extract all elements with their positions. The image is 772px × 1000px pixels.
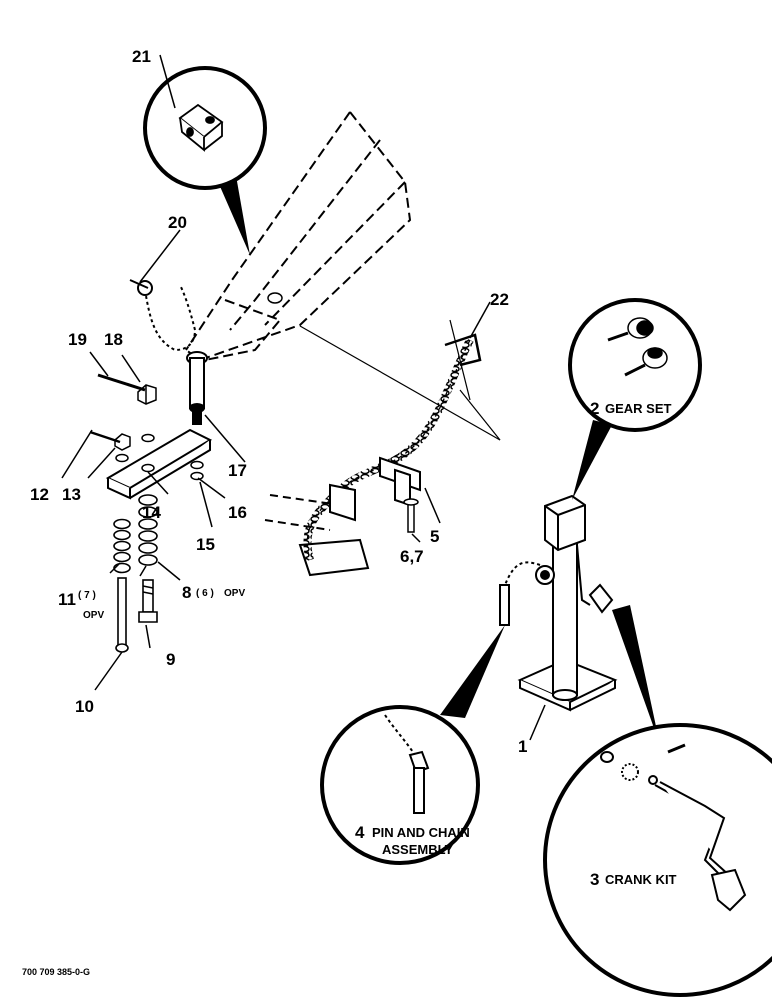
- callout-14: 14: [142, 503, 161, 522]
- callout-6-7: 6,7: [400, 547, 424, 566]
- pin-icon: [408, 750, 430, 814]
- callout-1: 1: [518, 737, 527, 756]
- callout-16: 16: [228, 503, 247, 522]
- callout-19: 19: [68, 330, 87, 349]
- leader-lines: [61, 54, 546, 741]
- callout-22: 22: [490, 290, 509, 309]
- callout-21: 21: [132, 47, 151, 66]
- chain-clamp-5: [329, 456, 421, 522]
- callout-20: 20: [168, 213, 187, 232]
- detail-captions: 2 GEAR SET 4 PIN AND CHAIN ASSEMBLY 3 CR…: [355, 399, 677, 889]
- callout-13: 13: [62, 485, 81, 504]
- callout-10: 10: [75, 697, 94, 716]
- callout-8-opv: OPV: [224, 588, 245, 599]
- bolt-9: [138, 579, 158, 623]
- callout-3: 3: [590, 870, 599, 889]
- pin-chain-caption-line1: PIN AND CHAIN: [372, 825, 470, 840]
- nut-13: [114, 433, 131, 451]
- crank-icon: [600, 743, 747, 912]
- detail-circle-21: [143, 66, 267, 255]
- cotter-pin-12: [89, 430, 121, 444]
- callout-4: 4: [355, 823, 365, 842]
- callout-12: 12: [30, 485, 49, 504]
- drawbar-plate-14: [105, 428, 213, 500]
- callout-8: 8: [182, 583, 191, 602]
- cotter-pin-19: [97, 373, 146, 392]
- callout-11-opv: OPV: [83, 610, 104, 621]
- detail-circle-4: [320, 625, 505, 865]
- callout-11-qty: ( 7 ): [78, 590, 96, 601]
- pin-chain-20: [144, 284, 197, 352]
- jack-1: [517, 494, 618, 712]
- washers-16: [190, 460, 204, 481]
- chain-hook-22: [444, 333, 482, 367]
- hitch-pin-20: [129, 279, 153, 296]
- callout-labels: 21 20 22 19 18 17 12 13 14 16 15 5 6,7 1…: [30, 47, 527, 756]
- callout-15: 15: [196, 535, 215, 554]
- pin-chain-caption-line2: ASSEMBLY: [382, 842, 453, 857]
- callout-17: 17: [228, 461, 247, 480]
- callout-11: 11: [58, 590, 76, 609]
- callout-8-qty: ( 6 ): [196, 588, 214, 599]
- hitch-tongue: [185, 111, 412, 362]
- safety-chain-22-outline: [306, 339, 471, 561]
- callout-18: 18: [104, 330, 123, 349]
- washer-stack-11: [113, 518, 131, 574]
- bushing-21: [178, 103, 224, 152]
- washer-stack-8: [138, 494, 158, 566]
- bolt-10: [115, 577, 129, 653]
- jack-pin-4: [499, 584, 510, 626]
- detail-circle-3: [543, 605, 772, 997]
- chain-ref-line: [459, 389, 501, 441]
- callout-9: 9: [166, 650, 175, 669]
- callout-2: 2: [590, 399, 599, 418]
- gear-set-caption: GEAR SET: [605, 401, 672, 416]
- drawing-id: 700 709 385-0-G: [22, 967, 90, 977]
- callout-5: 5: [430, 527, 439, 546]
- hitch-edge-line: [299, 325, 501, 441]
- washers-stack-center: [141, 433, 155, 473]
- jack-pin-chain: [504, 561, 541, 586]
- washer-13b: [115, 453, 129, 463]
- detail-circle-2: [568, 298, 702, 500]
- crank-kit-caption: CRANK KIT: [605, 872, 677, 887]
- hitch-pin-17: [186, 351, 208, 425]
- bolt-6-7: [403, 498, 419, 533]
- gear-icon: [607, 317, 668, 377]
- safety-chain-22: [303, 338, 474, 562]
- tongue-hole: [267, 292, 283, 304]
